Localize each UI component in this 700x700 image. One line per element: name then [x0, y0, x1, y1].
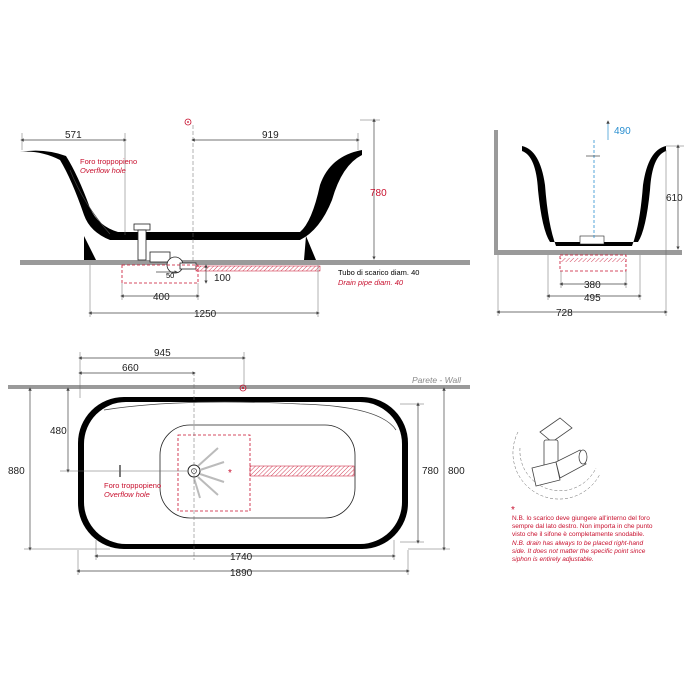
dim-919: 919 [262, 130, 279, 141]
center-mark [184, 118, 192, 126]
drain-trap [133, 223, 197, 274]
note-it-2: sempre dal lato destro. Non importa in c… [512, 523, 653, 530]
side-view: 571 919 780 Foro troppopieno Overflow ho… [20, 118, 470, 320]
note-it-1: N.B. lo scarico deve giungere all'intern… [512, 515, 650, 522]
dim-1740: 1740 [230, 552, 253, 563]
dim-380: 380 [584, 280, 601, 291]
note-it-3: visto che il sifone è completamente snod… [512, 531, 645, 538]
note-asterisk: * [511, 505, 515, 516]
drain-channel-top [249, 465, 355, 477]
dim-50: 50 [166, 271, 174, 280]
drain-direction-arrows [193, 447, 225, 499]
drain-label-it: Tubo di scarico diam. 40 [338, 268, 419, 277]
dim-100: 100 [214, 273, 231, 284]
end-view: 490 610 380 495 728 [494, 120, 684, 319]
siphon-icon [531, 417, 588, 487]
dim-800: 800 [448, 466, 465, 477]
dim-780-height: 780 [370, 188, 387, 199]
dim-571: 571 [65, 130, 82, 141]
end-drain-pit [559, 254, 627, 272]
tub-side-profile [20, 150, 362, 240]
dim-490: 490 [614, 126, 631, 137]
overflow-pipe [69, 169, 111, 235]
note-en-1: N.B. drain has always to be placed right… [512, 540, 644, 547]
top-overflow-label-it: Foro troppopieno [104, 481, 161, 490]
end-floor [494, 250, 682, 255]
floor-line [20, 260, 470, 265]
dim-480: 480 [50, 426, 67, 437]
drain-label-en: Drain pipe diam. 40 [338, 278, 404, 287]
top-view: Parete - Wall * Foro troppopieno Overflo… [8, 348, 470, 579]
dim-945: 945 [154, 348, 171, 359]
overflow-label-it: Foro troppopieno [80, 157, 137, 166]
note-en-3: siphon is entirely adjustable. [512, 556, 594, 563]
top-overflow-label-en: Overflow hole [104, 490, 150, 499]
dim-400: 400 [153, 292, 170, 303]
dim-610: 610 [666, 193, 683, 204]
asterisk-mark: * [228, 468, 232, 479]
dim-880: 880 [8, 466, 25, 477]
wall-line [8, 385, 470, 389]
dim-660: 660 [122, 363, 139, 374]
tub-leg-right [304, 236, 316, 260]
dim-780-top: 780 [422, 466, 439, 477]
dim-1250: 1250 [194, 309, 217, 320]
overflow-label-en: Overflow hole [80, 166, 126, 175]
drain-pipe-channel [195, 265, 321, 272]
note-en-2: side. It does not matter the specific po… [512, 548, 646, 555]
notes: * N.B. lo scarico deve giungere all'inte… [511, 505, 653, 563]
wall-center-mark [239, 384, 247, 392]
dim-728: 728 [556, 308, 573, 319]
wall-label: Parete - Wall [412, 375, 462, 385]
dim-495: 495 [584, 293, 601, 304]
end-wall-left [494, 130, 498, 255]
siphon-detail [512, 417, 601, 500]
dim-1890: 1890 [230, 568, 253, 579]
tub-leg-left [84, 236, 96, 260]
drain-pit [121, 264, 199, 284]
